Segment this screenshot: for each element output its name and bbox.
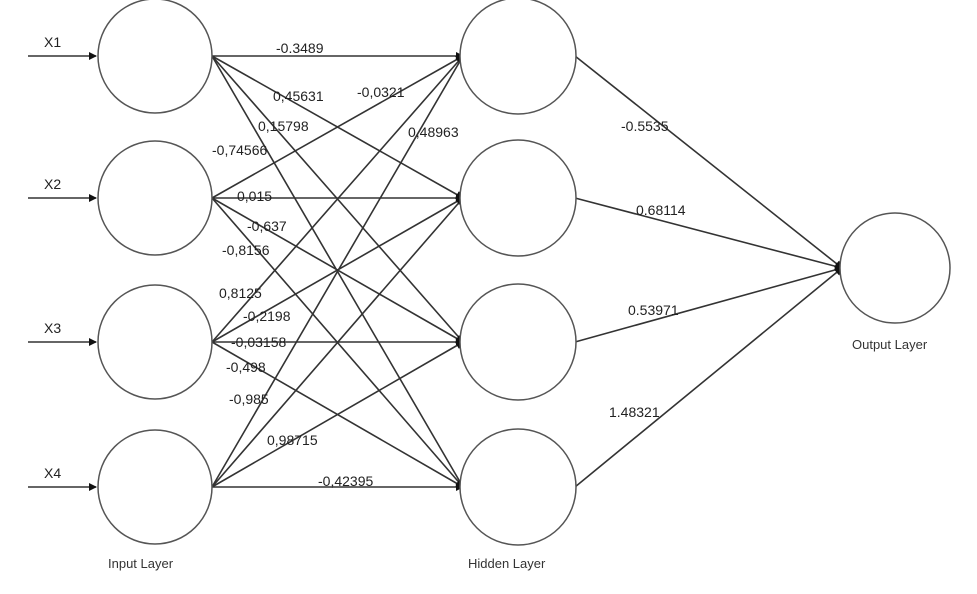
input-node — [97, 284, 213, 400]
weight-label: 0,45631 — [273, 88, 324, 104]
weight-label: -0,03158 — [231, 334, 287, 350]
weight-label: -0,2198 — [243, 308, 291, 324]
weight-label: -0,0321 — [357, 84, 405, 100]
weight-label: 0,8125 — [219, 285, 262, 301]
input-hidden-edge — [211, 197, 464, 488]
weight-label: -0,74566 — [212, 142, 268, 158]
hidden-node — [459, 139, 577, 257]
input-label: X2 — [44, 176, 62, 192]
weight-label: -0,985 — [229, 391, 269, 407]
weight-label: -0,42395 — [318, 473, 374, 489]
input-label: X4 — [44, 465, 62, 481]
weight-label: 0,015 — [237, 188, 273, 204]
hidden-node — [459, 0, 577, 115]
weight-label: -0,8156 — [222, 242, 270, 258]
hidden-node — [459, 283, 577, 401]
output-layer-label: Output Layer — [852, 337, 928, 352]
output-weight-label: -0.5535 — [621, 118, 669, 134]
input-label: X3 — [44, 320, 62, 336]
input-hidden-edge — [211, 341, 464, 488]
output-weight-label: 0.53971 — [628, 302, 679, 318]
output-node — [839, 212, 951, 324]
weight-label: 0,48963 — [408, 124, 459, 140]
input-hidden-edge — [211, 55, 464, 488]
hidden-layer-label: Hidden Layer — [468, 556, 546, 571]
hidden-output-edge — [574, 55, 843, 269]
weight-label: -0,637 — [247, 218, 287, 234]
output-weight-label: 0.68114 — [636, 202, 686, 218]
output-weight-label: 1.48321 — [609, 404, 660, 420]
input-node — [97, 429, 213, 545]
hidden-output-edge — [574, 197, 843, 271]
weight-label: 0,98715 — [267, 432, 318, 448]
input-node — [97, 0, 213, 114]
input-hidden-edge — [211, 55, 464, 199]
input-layer-label: Input Layer — [108, 556, 174, 571]
hidden-node — [459, 428, 577, 546]
weight-label: 0,15798 — [258, 118, 309, 134]
input-label: X1 — [44, 34, 62, 50]
input-hidden-edge — [211, 55, 464, 343]
hidden-output-edge — [574, 266, 843, 343]
weight-label: -0,498 — [226, 359, 266, 375]
weight-label: -0.3489 — [276, 40, 324, 56]
hidden-output-edge — [574, 267, 843, 488]
input-node — [97, 140, 213, 256]
